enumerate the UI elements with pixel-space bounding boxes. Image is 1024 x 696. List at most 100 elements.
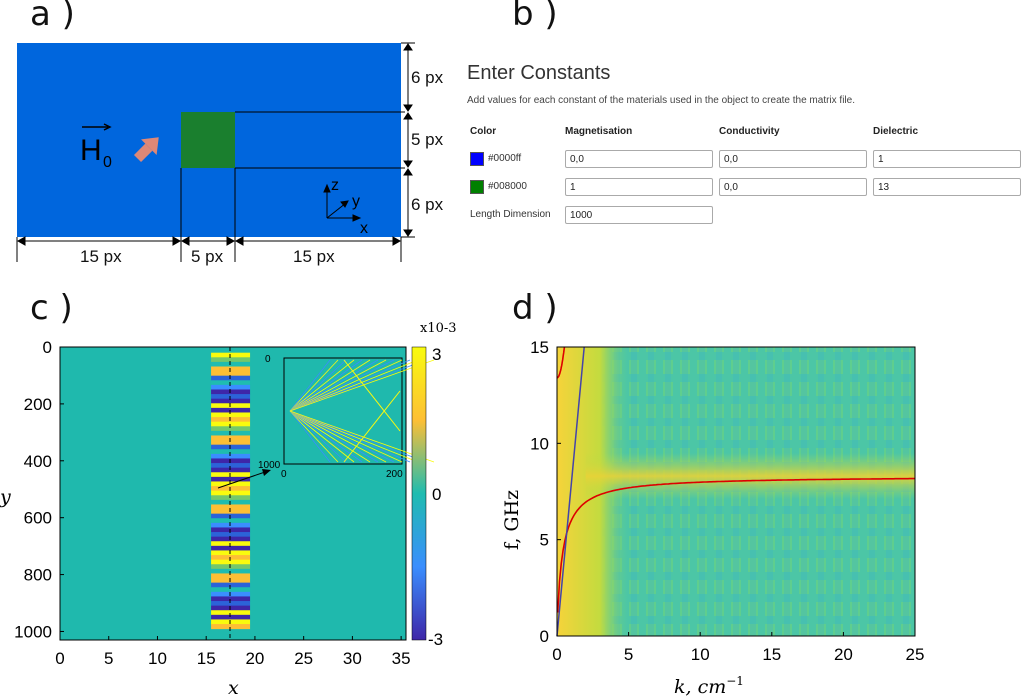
bottom-dimensions [16,236,402,246]
length-dimension-input[interactable] [565,206,713,224]
stripe-cell [211,366,251,372]
stripe-cell [211,453,251,459]
stripe-cell [211,573,251,579]
y-tick-label: 1000 [14,622,52,641]
inset-x-tick: 200 [386,469,403,480]
panel-d-label: d ) [512,288,558,328]
x-tick-label: 15 [762,645,781,664]
stripe-cell [211,357,251,363]
x-tick-label: 25 [294,649,313,668]
x-tick-label: 35 [392,649,411,668]
colorbar-tick: 0 [432,485,441,504]
dielectric-input-row1[interactable] [873,150,1021,168]
inset-ray [289,410,419,463]
stripe-cell [211,545,251,551]
inset-ray [289,410,411,463]
inset-ray [289,410,387,463]
vector-arrowhead-icon [103,123,112,131]
conductivity-input-row1[interactable] [719,150,867,168]
blue-light-line [556,346,585,637]
red-upper-curve [556,347,566,379]
stripe-cell [211,532,251,538]
stripe-cell [211,398,251,404]
inset-ray [289,410,427,463]
y-tick-label: 800 [24,566,52,585]
inset-ray [289,410,403,463]
inset-ray [289,359,387,412]
stripe-cell [211,417,251,423]
field-subscript: 0 [103,154,112,171]
colorbar-tick: 3 [432,345,441,364]
stripe-cell [211,559,251,565]
stripe-cell [211,435,251,441]
geometry-diagram: 6 px 5 px 6 px 15 px 5 px 15 px H 0 z y … [16,42,444,266]
inset-ray [289,410,331,463]
stripe-cell [211,541,251,547]
field-direction-arrow-icon [133,137,159,163]
stripe-cell [211,536,251,542]
stripe-cell [211,591,251,597]
inset-plot: 0 1000 0 200 [258,354,435,480]
x-tick-label: 15 [197,649,216,668]
inset-ray [289,359,355,412]
right-dimensions [403,43,413,237]
stripe-cell [211,403,251,409]
inset-ray [289,410,347,463]
conductivity-input-row2[interactable] [719,178,867,196]
stripe-cell [211,587,251,593]
y-axis-label: f, GHz [501,490,523,550]
panel-b-label: b ) [512,0,558,34]
stripe-band [211,352,251,630]
color-swatch-blue [470,152,484,166]
inset-ray [289,359,331,412]
stripe-cell [211,440,251,446]
stripe-cell [211,499,251,505]
y-tick-label: 600 [24,509,52,528]
dielectric-input-row2[interactable] [873,178,1021,196]
inset-ray [289,359,419,412]
stripe-cell [211,412,251,418]
inset-ray [289,359,379,412]
colorbar-tick: -3 [428,630,443,649]
stripe-cell [211,375,251,381]
y-tick-label: 200 [24,395,52,414]
stripe-cell [211,472,251,478]
inset-ray [289,359,371,412]
stripe-cell [211,624,251,630]
inset-y-tick: 1000 [258,460,281,471]
stripe-cell [211,605,251,611]
y-tick-label: 0 [43,338,52,357]
x-tick-label: 30 [343,649,362,668]
x-tick-label: 10 [148,649,167,668]
x-axis-label: k, cm−1 [674,674,744,696]
magnetisation-input-row2[interactable] [565,178,713,196]
x-tick-label: 10 [691,645,710,664]
plot-frame [556,346,916,637]
stripe-cell [211,352,251,358]
dim-bottom-2: 5 px [191,247,224,266]
stripe-cell [211,449,251,455]
x-axis-label: x [228,677,239,696]
spectrum-band [585,452,915,500]
stripe-cell [211,601,251,607]
stripe-cell [211,361,251,367]
stripe-cell [211,614,251,620]
inset-ray [289,410,355,463]
stripe-cell [211,463,251,469]
row-color-label: #008000 [488,181,527,192]
stripe-cell [211,490,251,496]
inset-ray [289,410,371,463]
inset-ray [343,390,401,463]
x-tick-label: 25 [906,645,925,664]
row-color-label: #0000ff [488,153,522,164]
magnetisation-input-row1[interactable] [565,150,713,168]
colorbar-label: x10-3 [420,321,457,336]
dim-right-3: 6 px [411,195,444,214]
stripe-cell [211,527,251,533]
stripe-cell [211,578,251,584]
stripe-cell [211,426,251,432]
stripe-cell [211,380,251,386]
colorbar [411,346,427,641]
stripe-cell [211,610,251,616]
stripe-cell [211,518,251,524]
